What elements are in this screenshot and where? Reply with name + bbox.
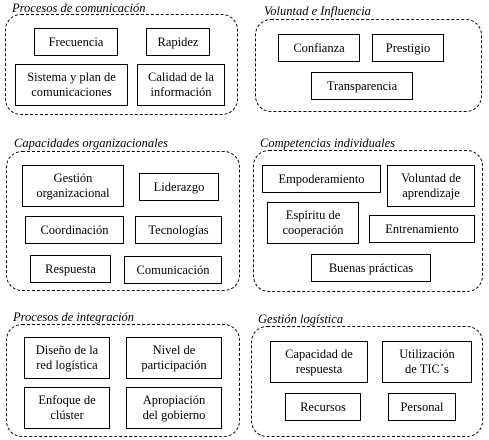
group-capacidades-organizacionales — [6, 151, 240, 291]
group-title-procesos-comunicacion: Procesos de comunicación — [12, 1, 146, 15]
group-title-gestion-logistica: Gestión logística — [258, 312, 344, 326]
box-enfoque-cluster: Enfoque de clúster — [24, 387, 110, 429]
box-utilizacion-tics: Utilización de TIC´s — [382, 341, 472, 383]
box-tecnologias: Tecnologías — [135, 216, 222, 244]
box-calidad-informacion: Calidad de la información — [137, 64, 225, 106]
group-title-capacidades-organizacionales: Capacidades organizacionales — [14, 136, 169, 150]
group-title-procesos-integracion: Procesos de integración — [13, 310, 135, 324]
box-diseno-red-logistica: Diseño de la red logística — [24, 337, 110, 379]
group-voluntad-influencia — [255, 19, 482, 112]
box-espiritu-cooperacion: Espíritu de cooperación — [267, 202, 359, 244]
box-rapidez: Rapidez — [146, 28, 210, 56]
box-voluntad-aprendizaje: Voluntad de aprendizaje — [387, 165, 475, 207]
box-coordinacion: Coordinación — [25, 216, 124, 244]
box-respuesta: Respuesta — [30, 255, 111, 283]
box-empoderamiento: Empoderamiento — [262, 165, 381, 193]
box-personal: Personal — [388, 393, 456, 421]
group-competencias-individuales — [253, 150, 483, 292]
box-entrenamiento: Entrenamiento — [369, 215, 475, 243]
box-comunicacion: Comunicación — [124, 256, 222, 284]
box-buenas-practicas: Buenas prácticas — [311, 254, 431, 282]
box-gestion-organizacional: Gestión organizacional — [22, 165, 124, 207]
group-title-competencias-individuales: Competencias individuales — [260, 136, 396, 150]
group-title-voluntad-influencia: Voluntad e Influencia — [264, 4, 371, 18]
box-recursos: Recursos — [285, 393, 361, 421]
box-frecuencia: Frecuencia — [34, 28, 118, 56]
box-transparencia: Transparencia — [311, 72, 413, 100]
box-prestigio: Prestigio — [372, 34, 444, 62]
group-procesos-comunicacion — [5, 14, 238, 115]
box-sistema-plan-comunicaciones: Sistema y plan de comunicaciones — [15, 64, 128, 106]
group-procesos-integracion — [6, 324, 240, 437]
box-confianza: Confianza — [278, 34, 360, 62]
group-gestion-logistica — [251, 326, 483, 437]
box-capacidad-respuesta: Capacidad de respuesta — [270, 341, 368, 383]
box-liderazgo: Liderazgo — [139, 173, 219, 201]
box-apropiacion-gobierno: Apropiación del gobierno — [126, 387, 222, 429]
box-nivel-participacion: Nivel de participación — [126, 337, 222, 379]
